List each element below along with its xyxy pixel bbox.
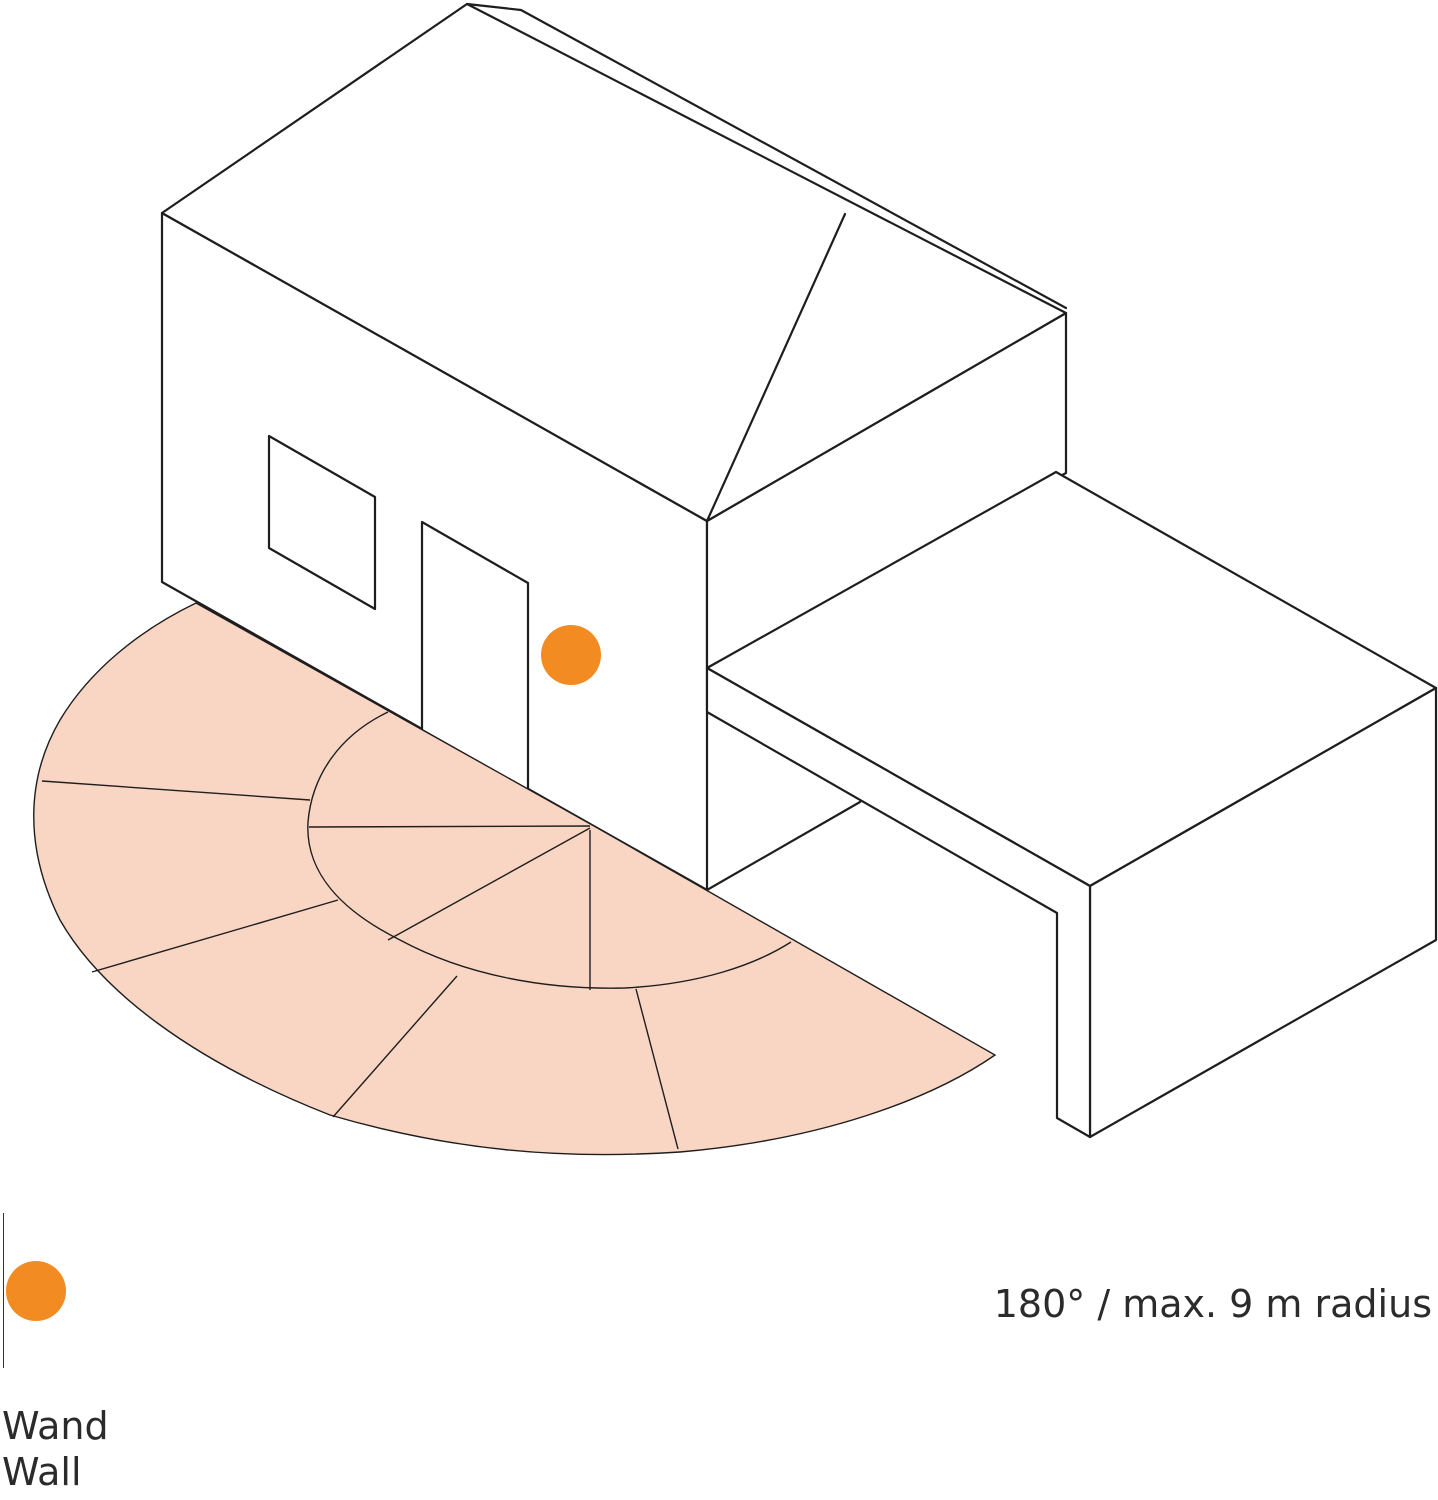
legend-label-german: Wand [2,1404,109,1448]
coverage-caption: 180° / max. 9 m radius [993,1282,1432,1326]
house-roof [160,2,1068,523]
sensor-legend-dot [6,1261,66,1321]
detection-zone [33,602,997,1156]
roof-ridge [465,2,1068,310]
detection-zone-segment-lines [41,780,679,1150]
garage-front [705,666,1092,1139]
garage-inner-beam [705,800,862,892]
wall-line-symbol [3,1213,4,1368]
roof-hip-line [705,212,847,523]
legend-label: Wand Wall [2,1403,109,1495]
house-window [267,434,377,611]
motion-sensor-marker [541,625,601,685]
legend-label-english: Wall [2,1450,82,1494]
detection-zone-inner-arc [307,711,792,989]
